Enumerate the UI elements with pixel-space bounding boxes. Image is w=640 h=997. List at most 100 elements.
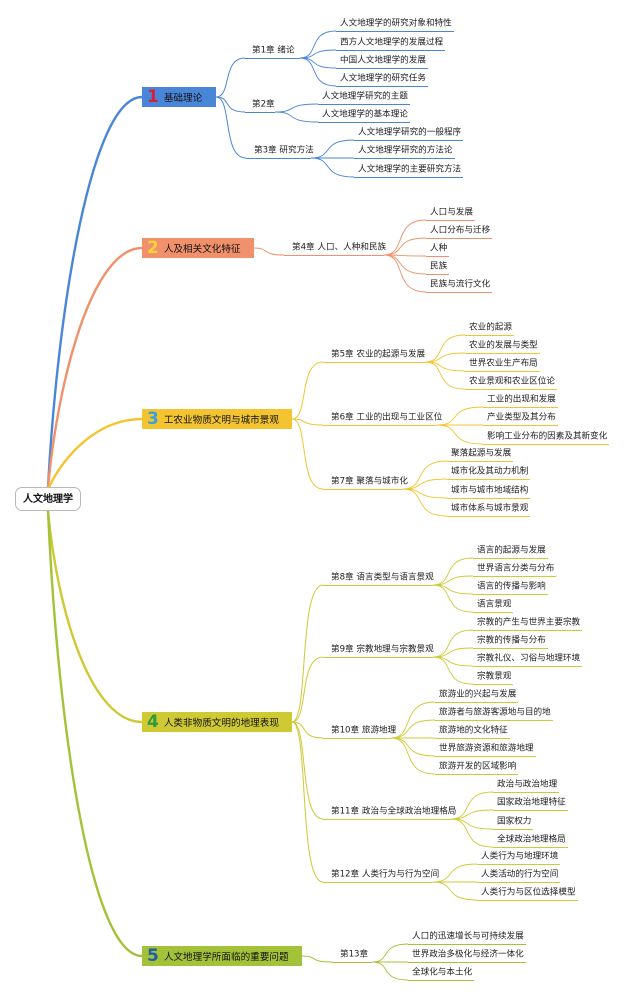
topic-node[interactable]: 聚落起源与发展 <box>451 448 512 459</box>
topic-node[interactable]: 影响工业分布的因素及其新变化 <box>487 431 608 442</box>
topic-node[interactable]: 宗教礼仪、习俗与地理环境 <box>477 653 581 664</box>
topic-underline <box>408 962 526 963</box>
chapter-node[interactable]: 第2章 <box>252 99 275 110</box>
chapter-link <box>291 418 324 490</box>
topic-node[interactable]: 人类行为与地理环境 <box>481 851 559 862</box>
root-node[interactable]: 人文地理学 <box>15 487 81 511</box>
topic-link <box>432 647 474 658</box>
topic-node[interactable]: 农业的起源 <box>469 322 512 333</box>
topic-node[interactable]: 世界旅游资源和旅游地理 <box>439 743 534 754</box>
topic-node[interactable]: 宗教景观 <box>477 671 512 682</box>
topic-node[interactable]: 政治与政治地理 <box>497 779 558 790</box>
chapter-underline <box>323 738 391 739</box>
topic-node[interactable]: 人口与发展 <box>430 207 473 218</box>
chapter-node[interactable]: 第5章 农业的起源与发展 <box>331 349 426 360</box>
topic-underline <box>426 274 450 275</box>
topic-underline <box>473 612 514 613</box>
topic-node[interactable]: 中国人文地理学的发展 <box>340 55 426 66</box>
topic-node[interactable]: 语言的起源与发展 <box>477 545 546 556</box>
chapter-node[interactable]: 第9章 宗教地理与宗教景观 <box>331 644 434 655</box>
topic-node[interactable]: 旅游者与旅游客源地与目的地 <box>439 707 551 718</box>
topic-link <box>432 584 474 613</box>
topic-underline <box>447 498 531 499</box>
topic-node[interactable]: 宗教的产生与世界主要宗教 <box>477 617 581 628</box>
topic-node[interactable]: 人文地理学的研究任务 <box>340 73 426 84</box>
chapter-node[interactable]: 第12章 人类行为与行为空间 <box>331 869 440 880</box>
chapter-node[interactable]: 第7章 聚落与城市化 <box>331 476 408 487</box>
topic-underline <box>465 389 557 390</box>
topic-link <box>450 809 494 820</box>
topic-link <box>371 943 409 963</box>
chapter-link <box>301 955 333 963</box>
topic-node[interactable]: 民族 <box>430 261 448 272</box>
topic-node[interactable]: 国家权力 <box>497 816 532 827</box>
topic-node[interactable]: 旅游业的兴起与发展 <box>439 689 517 700</box>
topic-node[interactable]: 旅游开发的区域影响 <box>439 761 517 772</box>
topic-underline <box>473 594 548 595</box>
topic-node[interactable]: 人类活动的行为空间 <box>481 869 559 880</box>
topic-node[interactable]: 人文地理学的主要研究方法 <box>358 164 462 175</box>
topic-node[interactable]: 旅游地的文化特征 <box>439 725 508 736</box>
topic-underline <box>435 774 519 775</box>
topic-underline <box>318 122 410 123</box>
topic-node[interactable]: 语言的传播与影响 <box>477 581 546 592</box>
topic-node[interactable]: 世界语言分类与分布 <box>477 563 555 574</box>
topic-node[interactable]: 宗教的传播与分布 <box>477 635 546 646</box>
chapter-node[interactable]: 第4章 人口、人种和民族 <box>292 242 387 253</box>
topic-node[interactable]: 人种 <box>430 243 448 254</box>
topic-node[interactable]: 农业景观和农业区位论 <box>469 376 555 387</box>
topic-node[interactable]: 人口的迅速增长与可持续发展 <box>412 931 524 942</box>
chapter-node[interactable]: 第10章 旅游地理 <box>331 725 397 736</box>
topic-node[interactable]: 全球化与本土化 <box>412 967 473 978</box>
topic-underline <box>483 407 558 408</box>
topic-node[interactable]: 西方人文地理学的发展过程 <box>340 37 444 48</box>
topic-link <box>432 575 474 586</box>
topic-node[interactable]: 城市体系与城市景观 <box>451 503 529 514</box>
topic-node[interactable]: 人文地理学研究的主题 <box>322 91 408 102</box>
topic-link <box>436 424 484 445</box>
topic-node[interactable]: 人文地理学的基本理论 <box>322 109 408 120</box>
topic-node[interactable]: 国家政治地理特征 <box>497 797 566 808</box>
topic-node[interactable]: 人口分布与迁移 <box>430 225 491 236</box>
chapter-node[interactable]: 第13章 <box>340 949 369 960</box>
topic-node[interactable]: 人类行为与区位选择模型 <box>481 887 576 898</box>
chapter-node[interactable]: 第3章 研究方法 <box>254 145 314 156</box>
topic-underline <box>435 738 510 739</box>
topic-node[interactable]: 民族与流行文化 <box>430 279 491 290</box>
topic-underline <box>493 792 560 793</box>
topic-link <box>310 139 355 159</box>
topic-node[interactable]: 世界农业生产布局 <box>469 358 538 369</box>
topic-node[interactable]: 世界政治多极化与经济一体化 <box>412 949 524 960</box>
chapter-node[interactable]: 第6章 工业的出现与工业区位 <box>331 412 443 423</box>
topic-link <box>299 30 337 59</box>
topic-node[interactable]: 人文地理学研究的方法论 <box>358 145 453 156</box>
topic-node[interactable]: 人文地理学研究的一般程序 <box>358 127 462 138</box>
topic-link <box>299 57 337 87</box>
chapter-link <box>291 721 324 820</box>
topic-underline <box>473 558 548 559</box>
topic-node[interactable]: 城市与城市地域结构 <box>451 485 529 496</box>
chapter-node[interactable]: 第1章 绪论 <box>252 45 295 56</box>
topic-node[interactable]: 农业的发展与类型 <box>469 340 538 351</box>
topic-node[interactable]: 产业类型及其分布 <box>487 412 556 423</box>
topic-link <box>450 791 494 820</box>
chapter-underline <box>245 112 275 113</box>
chapter-node[interactable]: 第11章 政治与全球政治地理格局 <box>331 806 457 817</box>
chapter-node[interactable]: 第8章 语言类型与语言景观 <box>331 572 434 583</box>
topic-underline <box>483 444 610 445</box>
topic-node[interactable]: 人文地理学的研究对象和特性 <box>340 18 452 29</box>
topic-node[interactable]: 全球政治地理格局 <box>497 834 566 845</box>
branch-link-4 <box>46 510 143 724</box>
branch-title: 工农业物质文明与城市景观 <box>163 415 279 426</box>
chapter-link <box>291 361 324 420</box>
topic-node[interactable]: 语言景观 <box>477 599 512 610</box>
branch-title: 人及相关文化特征 <box>163 244 241 255</box>
topic-node[interactable]: 城市化及其动力机制 <box>451 466 529 477</box>
topic-node[interactable]: 工业的出现和发展 <box>487 394 556 405</box>
topic-link <box>402 478 448 490</box>
